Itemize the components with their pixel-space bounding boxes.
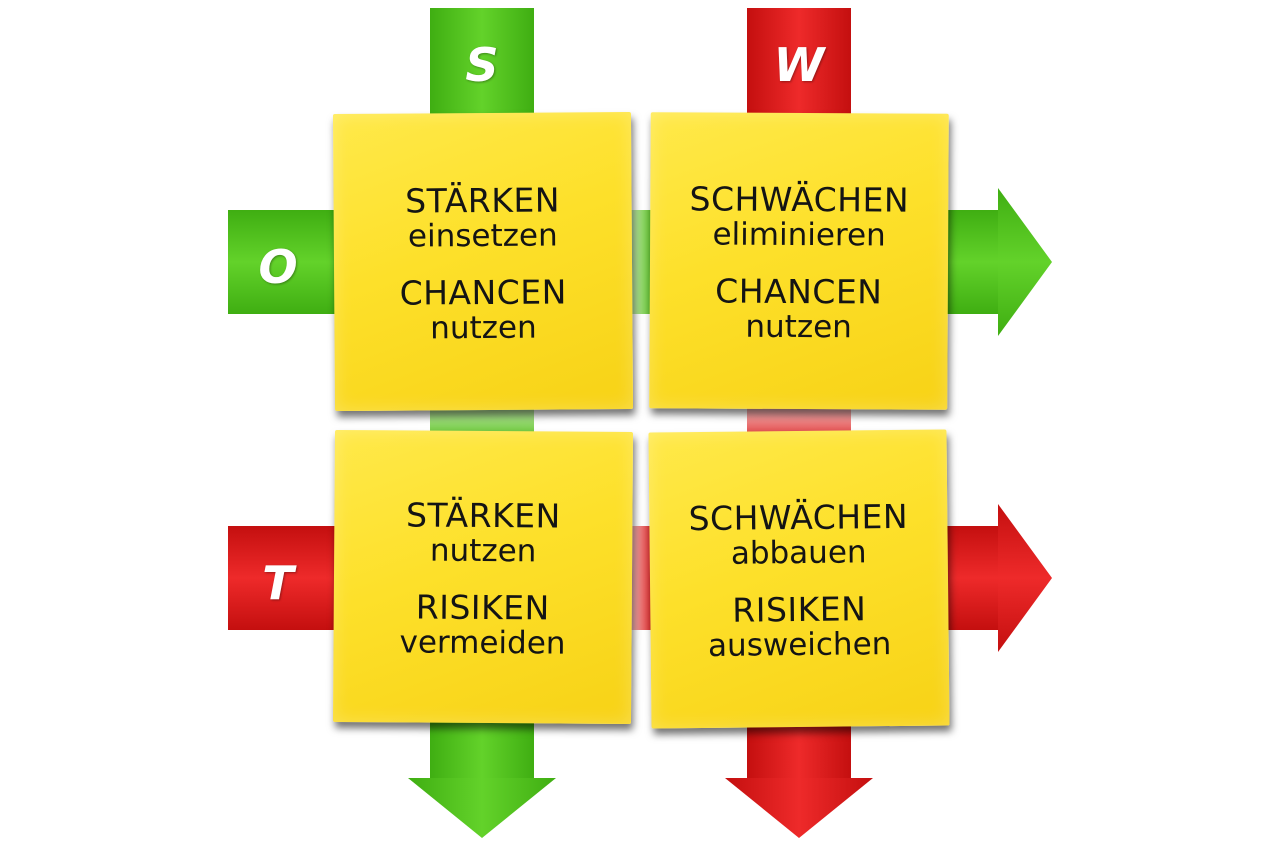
- t-row-arrow: [228, 504, 1052, 652]
- note-st-word-2: RISIKEN: [415, 587, 550, 628]
- note-wo-word-1: SCHWÄCHEN: [689, 179, 910, 220]
- sticky-note-wo: SCHWÄCHEN eliminieren CHANCEN nutzen: [649, 112, 949, 410]
- note-st-verb-2: vermeiden: [399, 624, 566, 662]
- note-wt-block-1: SCHWÄCHEN abbauen: [688, 496, 909, 572]
- note-wo-verb-1: eliminieren: [712, 216, 886, 254]
- weaknesses-letter: W: [773, 38, 825, 92]
- note-st-verb-1: nutzen: [429, 532, 537, 570]
- note-so-verb-1: einsetzen: [407, 216, 558, 255]
- sticky-note-st: STÄRKEN nutzen RISIKEN vermeiden: [332, 429, 634, 725]
- strengths-letter: S: [465, 38, 499, 92]
- note-st-word-1: STÄRKEN: [405, 495, 561, 536]
- sticky-note-so: STÄRKEN einsetzen CHANCEN nutzen: [332, 111, 634, 412]
- opportunities-letter: O: [258, 240, 298, 294]
- note-wo-verb-2: nutzen: [745, 308, 852, 346]
- threats-letter: T: [262, 556, 294, 610]
- note-so-block-2: CHANCEN nutzen: [399, 271, 567, 346]
- note-st-block-2: RISIKEN vermeiden: [399, 587, 566, 662]
- sticky-note-wt: SCHWÄCHEN abbauen RISIKEN ausweichen: [648, 429, 950, 729]
- note-so-verb-2: nutzen: [430, 309, 537, 346]
- note-so-word-1: STÄRKEN: [405, 179, 561, 221]
- note-so-block-1: STÄRKEN einsetzen: [405, 179, 561, 255]
- note-wt-word-1: SCHWÄCHEN: [688, 496, 909, 539]
- o-row-arrow: [228, 188, 1052, 336]
- s-column-arrow: [408, 8, 556, 838]
- note-wt-block-2: RISIKEN ausweichen: [707, 589, 892, 664]
- note-wt-verb-1: abbauen: [730, 534, 867, 572]
- note-so-word-2: CHANCEN: [399, 271, 567, 313]
- note-wo-block-1: SCHWÄCHEN eliminieren: [689, 179, 910, 254]
- note-st-block-1: STÄRKEN nutzen: [405, 495, 561, 570]
- note-wt-verb-2: ausweichen: [707, 626, 892, 664]
- note-wt-word-2: RISIKEN: [732, 589, 867, 630]
- note-wo-word-2: CHANCEN: [715, 271, 883, 312]
- w-column-arrow: [725, 8, 873, 838]
- note-wo-block-2: CHANCEN nutzen: [715, 271, 883, 346]
